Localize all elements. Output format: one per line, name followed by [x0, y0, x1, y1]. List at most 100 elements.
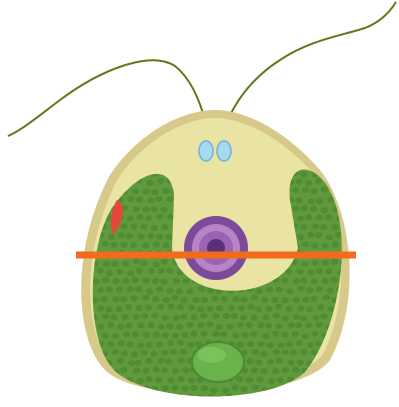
granule [275, 304, 282, 310]
granule [282, 349, 289, 355]
granule [132, 331, 139, 337]
granule [151, 313, 158, 319]
granule [106, 306, 113, 312]
granule [86, 377, 93, 383]
granule [267, 359, 274, 365]
granule [237, 342, 244, 348]
granule [251, 315, 258, 321]
granule [168, 304, 175, 310]
granule [300, 172, 307, 178]
granule [311, 331, 318, 337]
granule [163, 297, 170, 303]
granule [102, 333, 109, 339]
granule [141, 349, 148, 355]
granule [133, 206, 140, 212]
granule [313, 315, 320, 321]
granule [95, 160, 102, 166]
granule [188, 305, 195, 311]
granule [272, 368, 279, 374]
granule [333, 188, 340, 194]
granule [295, 322, 302, 328]
granule [276, 377, 283, 383]
granule [236, 376, 243, 382]
granule [297, 269, 304, 275]
granule [97, 268, 104, 274]
granule [85, 359, 92, 365]
granule [156, 341, 163, 347]
granule [231, 313, 238, 319]
granule [312, 224, 319, 230]
granule [135, 286, 142, 292]
granule [327, 161, 334, 167]
granule [222, 388, 229, 394]
granule [201, 297, 208, 303]
granule [97, 287, 104, 293]
granule [177, 304, 184, 310]
granule [116, 306, 123, 312]
granule [188, 377, 195, 383]
granule [280, 386, 287, 392]
granule [142, 277, 149, 283]
granule [215, 396, 222, 402]
granule [237, 322, 244, 328]
granule [266, 306, 273, 312]
granule [151, 189, 158, 195]
granule [288, 322, 295, 328]
granule [298, 395, 305, 401]
granule [316, 286, 323, 292]
granule [292, 187, 299, 193]
granule [298, 286, 305, 292]
granule [302, 187, 309, 193]
granule [308, 269, 315, 275]
granule [326, 288, 333, 294]
granule [137, 322, 144, 328]
granule [145, 358, 152, 364]
granule [302, 333, 309, 339]
granule [331, 259, 338, 265]
granule [110, 314, 117, 320]
granule [162, 385, 169, 391]
granule [161, 224, 168, 230]
granule [112, 296, 119, 302]
granule [268, 378, 275, 384]
granule [276, 287, 283, 293]
granule [322, 260, 329, 266]
granule [137, 378, 144, 384]
granule [215, 324, 222, 330]
granule [112, 349, 119, 355]
granule [255, 306, 262, 312]
granule [176, 324, 183, 330]
granule [125, 394, 132, 400]
granule [325, 214, 332, 220]
granule [117, 395, 124, 401]
granule [321, 207, 328, 213]
granule [182, 278, 189, 284]
granule [257, 377, 264, 383]
granule [127, 216, 134, 222]
granule [182, 386, 189, 392]
granule [315, 232, 322, 238]
granule [145, 305, 152, 311]
granule [342, 205, 349, 211]
granule [330, 171, 337, 177]
granule [322, 278, 329, 284]
granule [250, 331, 257, 337]
granule [190, 331, 197, 337]
granule [300, 349, 307, 355]
granule [152, 296, 159, 302]
granule [228, 305, 235, 311]
granule [166, 395, 173, 401]
granule [100, 386, 107, 392]
granule [163, 243, 170, 249]
granule [327, 306, 334, 312]
granule [302, 241, 309, 247]
granule [136, 394, 143, 400]
granule [135, 360, 142, 366]
granule [155, 196, 162, 202]
granule [91, 188, 98, 194]
granule [246, 377, 253, 383]
granule [96, 394, 103, 400]
granule [246, 322, 253, 328]
granule [200, 331, 207, 337]
granule [343, 351, 350, 357]
